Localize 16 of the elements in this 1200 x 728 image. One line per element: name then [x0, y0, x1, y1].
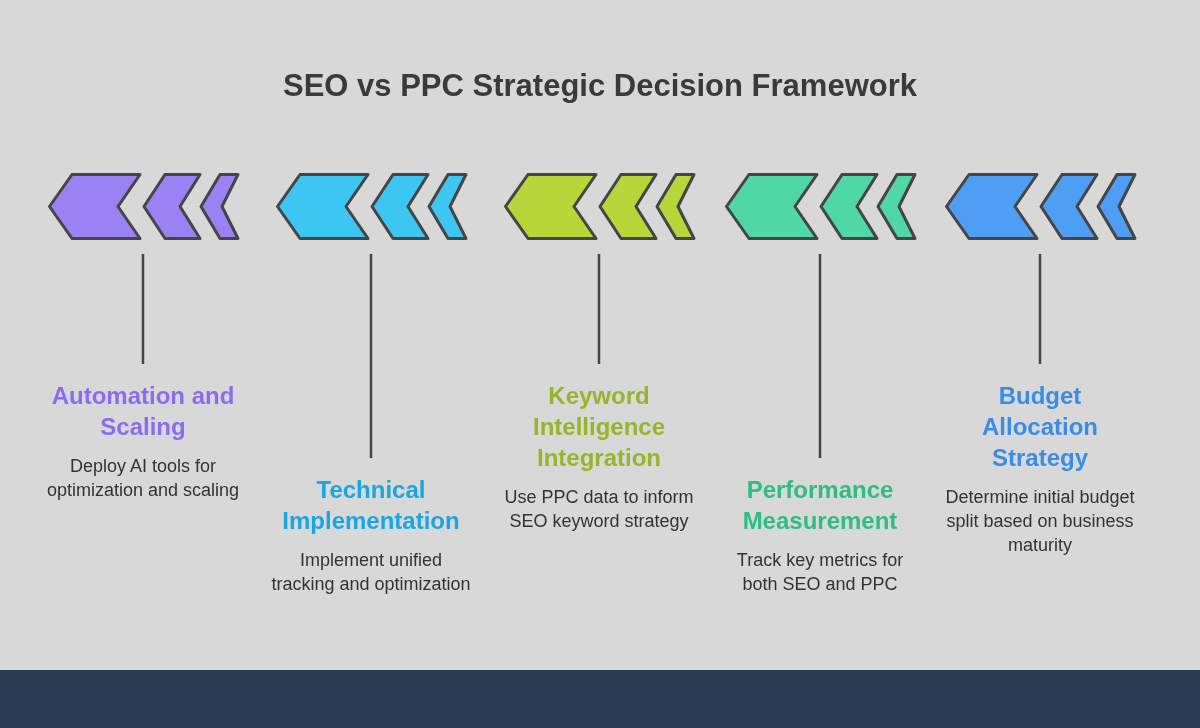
- connector-line: [369, 254, 373, 458]
- step-description: Track key metrics for both SEO and PPC: [735, 549, 905, 596]
- connector-line: [141, 254, 145, 364]
- connector-line: [597, 254, 601, 364]
- step-heading: Budget Allocation Strategy: [981, 381, 1099, 473]
- step-description: Deploy AI tools for optimization and scaling: [45, 455, 241, 502]
- step-description: Determine initial budget split based on business maturity: [944, 486, 1136, 557]
- step-description: Implement unified tracking and optimization: [271, 549, 471, 596]
- connector-line: [1038, 254, 1042, 364]
- step-heading: Keyword Intelligence Integration: [531, 381, 666, 473]
- step-description: Use PPC data to inform SEO keyword strategy: [503, 486, 695, 533]
- step-heading: Technical Implementation: [281, 475, 461, 536]
- step-heading: Automation and Scaling: [50, 381, 236, 442]
- step-heading: Performance Measurement: [741, 475, 899, 536]
- title: SEO vs PPC Strategic Decision Framework: [282, 68, 918, 104]
- connector-line: [818, 254, 822, 458]
